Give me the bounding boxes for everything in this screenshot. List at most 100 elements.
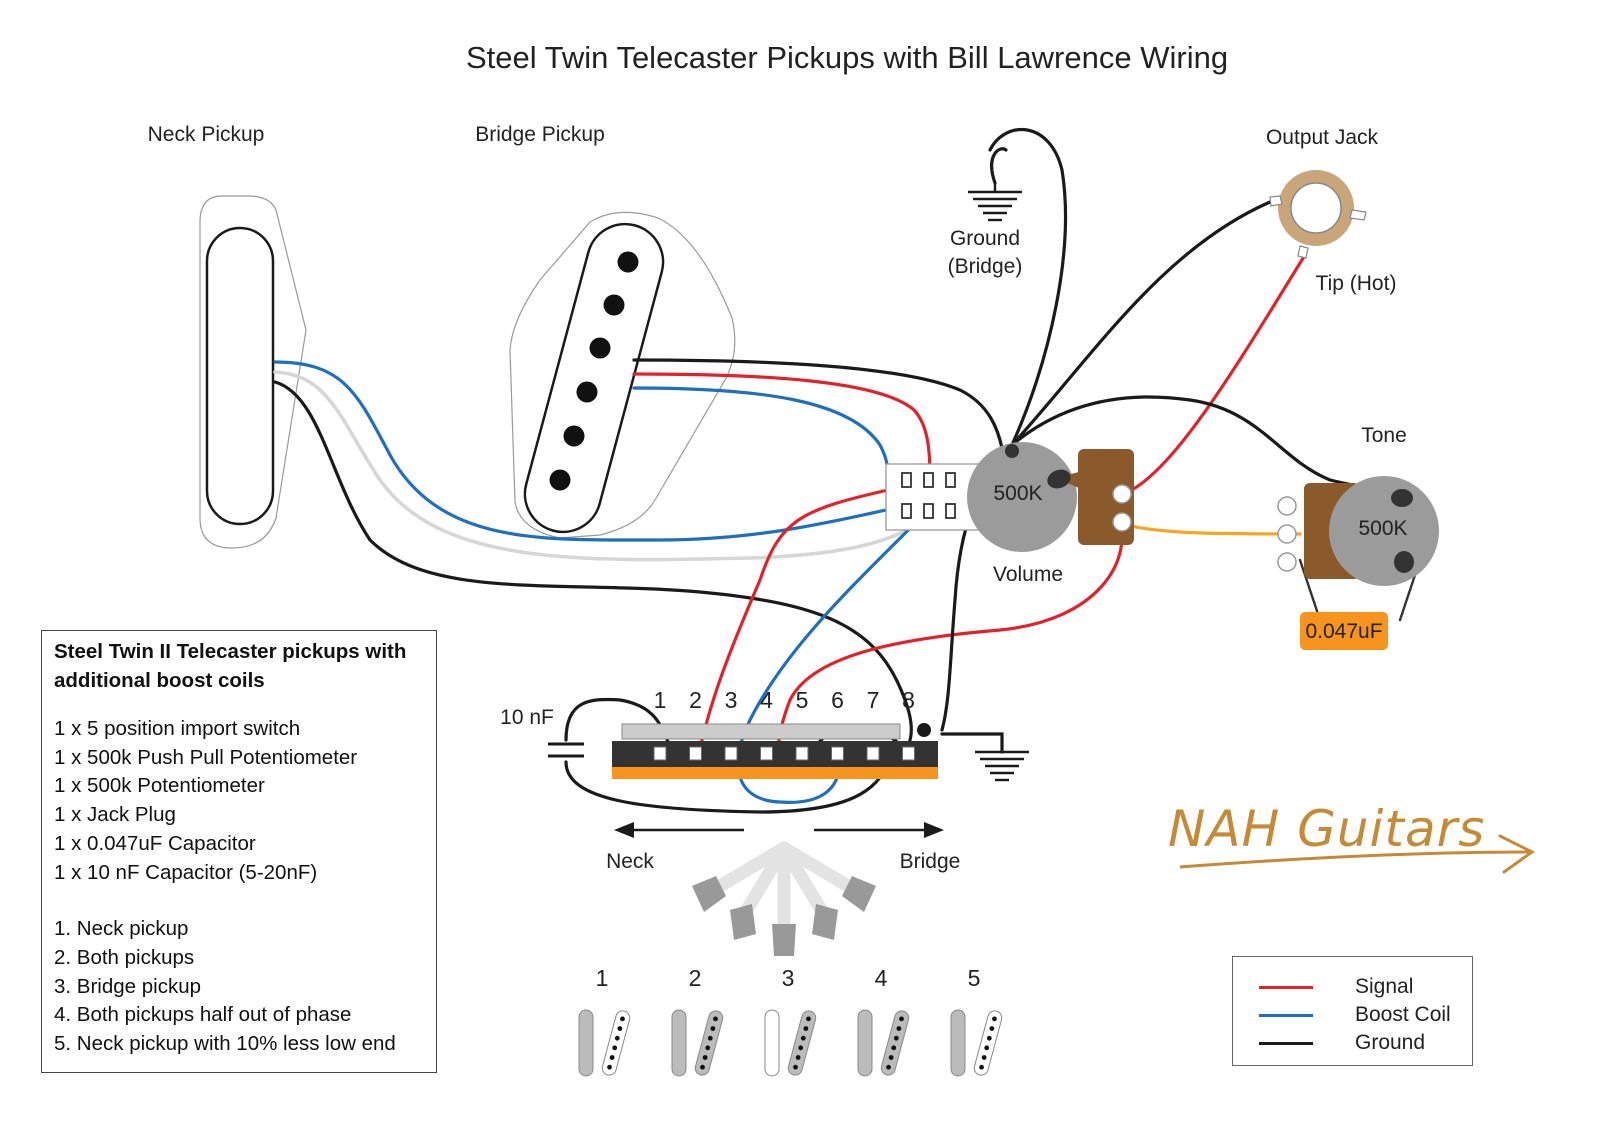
lever-tip [772,924,796,956]
neck-pickup-cover [205,226,275,526]
bridge-pickup-cover [523,222,665,534]
mode-item: 2. Both pickups [54,945,195,969]
part-item: 1 x Jack Plug [54,803,176,827]
diagram-title: Steel Twin Telecaster Pickups with Bill … [466,40,1228,75]
parts-info-box: Steel Twin II Telecaster pickups with ad… [41,630,437,1073]
switch-lug [724,746,738,761]
ground-label: Ground [950,227,1020,250]
position-pickup-icon [671,1009,724,1077]
bridge-pickup [509,211,736,539]
mode-item: 4. Both pickups half out of phase [54,1003,352,1027]
lever-tip [842,876,876,912]
volume-label: Volume [993,563,1063,586]
position-icons [578,1009,1003,1077]
brand-logo: NAH Guitars [1168,800,1486,858]
tone-value: 500K [1358,517,1407,540]
switch-lug-number: 3 [725,687,738,713]
position-number: 5 [968,965,981,991]
switch-lug [653,746,667,761]
neck-pickup-label: Neck Pickup [148,123,265,146]
part-item: 1 x 500k Push Pull Potentiometer [54,745,358,769]
volume-lug [1112,484,1132,504]
legend: Signal Boost Coil Ground [1232,956,1473,1066]
output-jack [1269,170,1367,259]
tone-lug [1277,552,1297,572]
lever-tip [730,904,756,940]
ground-bridge-label: (Bridge) [948,255,1023,278]
pole-piece [617,251,639,273]
neck-arrow-head [614,822,634,838]
switch-lug [795,746,809,761]
tone-lug [1277,496,1297,516]
switch-lug-number: 2 [689,687,702,713]
position-pickup-icon [578,1009,631,1077]
switch-base [612,767,938,779]
neck-arrow-label: Neck [606,850,654,873]
volume-pot [967,442,1134,552]
position-pickup-icon [950,1009,1003,1077]
switch-lug-number: 7 [867,687,880,713]
volume-lug [1112,512,1132,532]
lever-tip [812,904,838,940]
legend-label: Signal [1355,975,1414,998]
tone-capacitor-label: 0.047uF [1305,620,1382,643]
position-number: 4 [875,965,888,991]
neck-pickup [199,195,307,549]
switch-lug-number: 4 [760,687,773,713]
parts-heading-line2: additional boost coils [54,669,265,692]
part-item: 1 x 0.047uF Capacitor [54,831,256,855]
switch-lug [831,746,844,761]
part-item: 1 x 500k Potentiometer [54,774,265,798]
mode-item: 5. Neck pickup with 10% less low end [54,1032,396,1056]
legend-label: Boost Coil [1355,1003,1451,1026]
wires [273,127,1422,814]
pole-piece [603,294,625,316]
legend-label: Ground [1355,1031,1426,1054]
bridge-arrow-head [924,822,944,838]
part-item: 1 x 5 position import switch [54,717,301,740]
mode-item: 3. Bridge pickup [54,974,202,998]
ground-symbol-top [968,183,1022,222]
volume-value: 500K [993,482,1042,505]
position-pickup-icon [764,1009,817,1077]
switch-lever-fan [692,841,876,956]
lever-tip [692,876,726,912]
switch-lug-number: 1 [654,687,667,713]
position-number: 1 [596,965,609,991]
switch-lug [902,746,915,761]
legend-swatch [1259,1013,1313,1017]
legend-item-ground: Ground [1259,1031,1425,1055]
position-pickup-icon [857,1009,910,1077]
output-jack-label: Output Jack [1266,126,1379,149]
bridge-pickup-label: Bridge Pickup [475,123,605,146]
ground-junction [917,723,931,737]
switch-lug [689,746,702,761]
pole-piece [576,381,598,403]
position-number: 3 [782,965,795,991]
bridge-arrow-label: Bridge [900,850,961,873]
legend-item-boost: Boost Coil [1259,1003,1451,1027]
part-item: 1 x 10 nF Capacitor (5-20nF) [54,860,318,884]
volume-pot-body [967,442,1077,552]
pole-piece [589,337,611,359]
parts-heading-line1: Steel Twin II Telecaster pickups with [54,640,407,663]
switch-lug-number: 6 [831,687,844,713]
pole-piece [563,425,585,447]
switch-lug [866,746,880,761]
switch-lug-number: 8 [902,687,915,713]
ground-symbol-switch [975,750,1029,782]
legend-swatch [1259,1041,1313,1045]
mode-item: 1. Neck pickup [54,917,189,941]
tone-capacitor [1300,612,1388,650]
pole-piece [549,469,571,491]
tone-pot [1277,476,1439,586]
legend-swatch [1259,985,1313,989]
switch-lug-number: 5 [796,687,809,713]
five-way-switch [612,723,938,779]
tone-label: Tone [1361,424,1407,447]
capacitor-10nf-label: 10 nF [500,706,554,729]
